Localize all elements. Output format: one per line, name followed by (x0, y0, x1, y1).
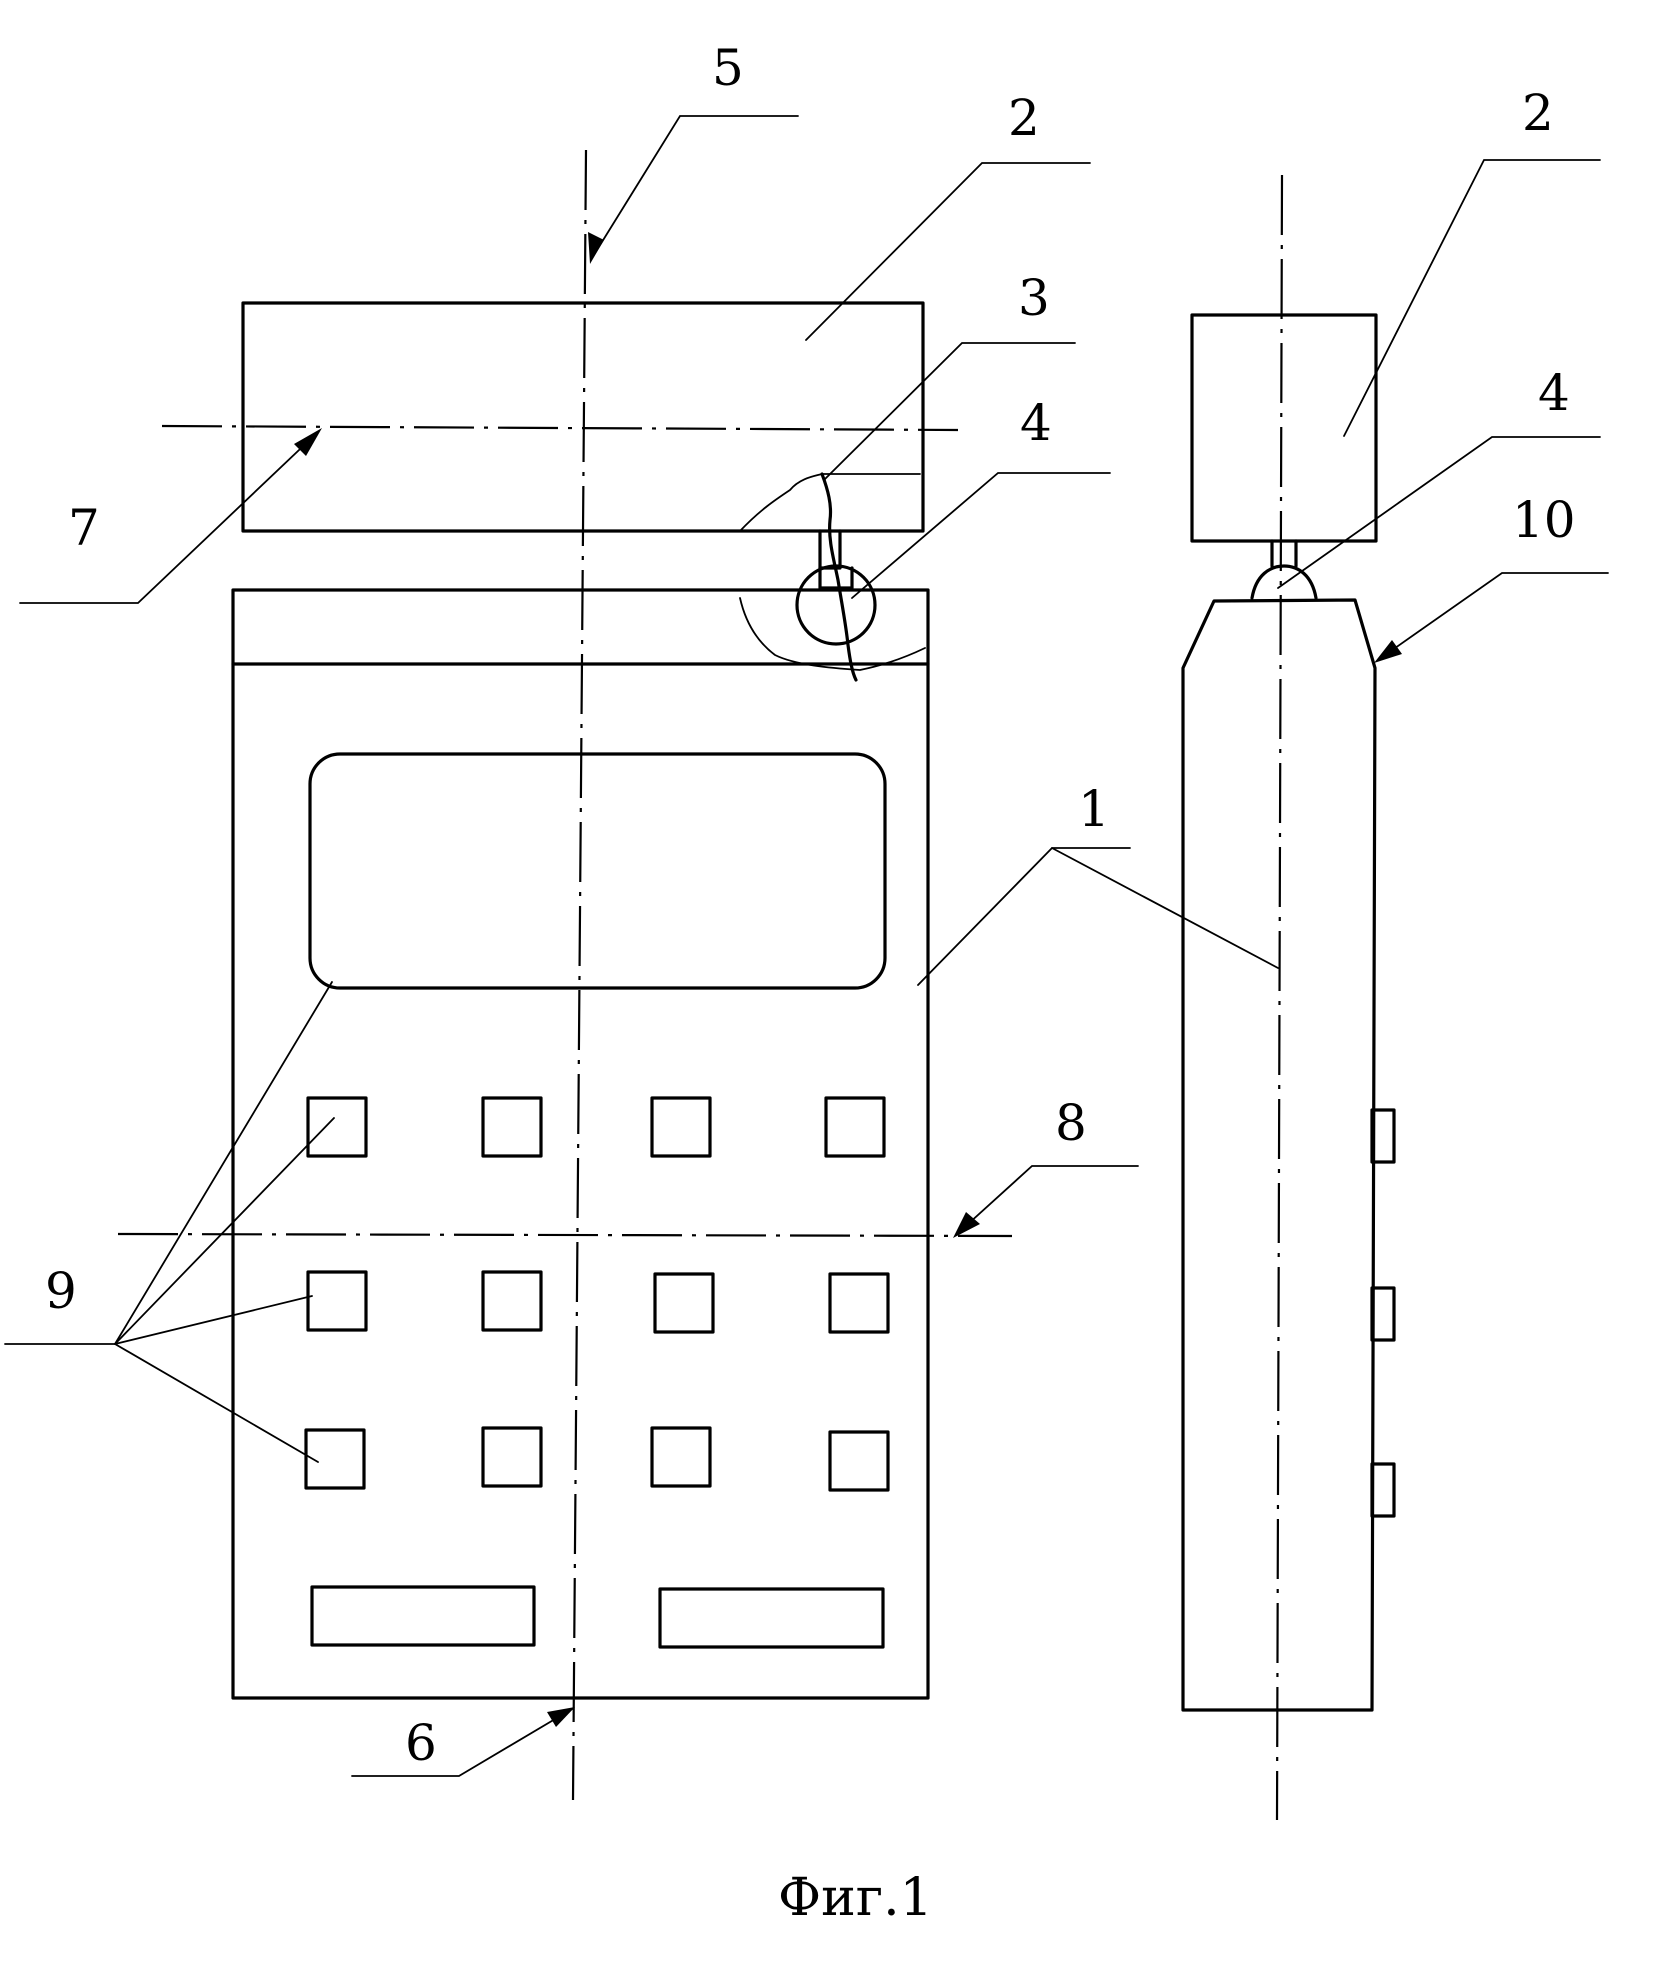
label-5: 5 (712, 39, 744, 97)
keypad-button (652, 1098, 710, 1156)
leader-9-button3 (115, 1344, 318, 1462)
leader-lines (5, 116, 1608, 1776)
leader-8 (957, 1166, 1138, 1234)
leader-9-button1 (115, 1118, 334, 1344)
front-view (118, 150, 1012, 1800)
figure-caption: Фиг.1 (778, 1868, 933, 1928)
side-axis-vertical (1277, 175, 1282, 1820)
label-4-side: 4 (1538, 364, 1570, 422)
wide-button-right (660, 1589, 883, 1647)
side-view (1183, 175, 1394, 1820)
label-8: 8 (1055, 1094, 1087, 1152)
arrowhead-5 (588, 232, 604, 264)
keypad-button (308, 1272, 366, 1330)
keypad-button (483, 1098, 541, 1156)
keypad-button (483, 1272, 541, 1330)
leader-1-front (918, 848, 1130, 985)
side-hinge-ball (1252, 566, 1316, 598)
label-10: 10 (1512, 491, 1576, 549)
front-hinge (740, 474, 925, 680)
axis-8-horizontal (118, 1234, 1012, 1236)
reference-labels: 5 2 3 4 7 1 8 9 6 2 4 10 (45, 39, 1576, 1772)
leader-5 (592, 116, 798, 258)
keypad-button (826, 1098, 884, 1156)
label-9: 9 (45, 1262, 77, 1320)
wide-button-left (312, 1587, 534, 1645)
break-line-lower (740, 598, 925, 670)
label-3: 3 (1018, 269, 1050, 327)
arrowhead-10 (1374, 640, 1402, 663)
front-keypad (306, 1098, 888, 1647)
axis-7-horizontal (162, 426, 958, 430)
axis-5-vertical (573, 150, 586, 1800)
keypad-button (830, 1432, 888, 1490)
label-6: 6 (405, 1714, 437, 1772)
leader-6 (352, 1709, 572, 1776)
keypad-button (483, 1428, 541, 1486)
leader-1-side (1052, 848, 1278, 968)
side-hinge-stem (1272, 541, 1296, 566)
keypad-button (655, 1274, 713, 1332)
label-1: 1 (1078, 780, 1110, 838)
keypad-button (308, 1098, 366, 1156)
keypad-button (830, 1274, 888, 1332)
front-display-window (310, 754, 885, 988)
keypad-button (652, 1428, 710, 1486)
keypad-button (306, 1430, 364, 1488)
side-button (1372, 1288, 1394, 1340)
label-2-side: 2 (1522, 84, 1554, 142)
label-2-front: 2 (1008, 89, 1040, 147)
leader-9-button2 (115, 1296, 312, 1344)
side-button (1372, 1464, 1394, 1516)
leader-9-display (115, 982, 332, 1344)
leader-10 (1378, 573, 1608, 660)
label-7: 7 (68, 499, 100, 557)
label-4-front: 4 (1020, 394, 1052, 452)
leader-7 (20, 432, 318, 603)
arrowhead-6 (547, 1707, 575, 1727)
leader-4-front (852, 473, 1110, 598)
